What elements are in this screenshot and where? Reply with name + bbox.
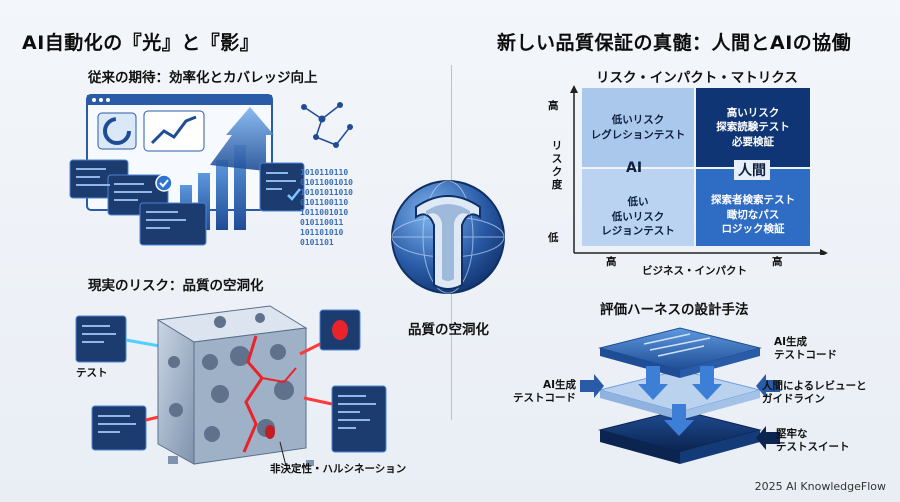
- matrix-cell-bottom-left: 低い 低いリスク レジョンテスト: [582, 169, 694, 246]
- left-title: AI自動化の『光』と『影』: [22, 32, 260, 54]
- matrix-y-label: リスク度: [551, 140, 563, 192]
- section1-title: 従来の期待：効率化とカバレッジ向上: [88, 70, 318, 86]
- cell-text: レジョンテスト: [601, 224, 675, 237]
- label-line: テストコード: [774, 349, 837, 362]
- cell-text: 探索者検索テスト: [711, 194, 795, 207]
- matrix-title: リスク・インパクト・マトリクス: [596, 70, 798, 86]
- matrix-tag-human: 人間: [734, 160, 770, 180]
- cell-text: 必要検証: [732, 135, 774, 148]
- center-label: 品質の空洞化: [408, 322, 489, 338]
- section2-title: 現実のリスク：品質の空洞化: [88, 278, 264, 294]
- binary-line: 101101010: [300, 228, 344, 237]
- cell-text: 低いリスク: [611, 210, 665, 223]
- matrix-cell-top-right: 高いリスク 探索読験テスト 必要検証: [696, 88, 810, 167]
- label-line: AI生成: [542, 379, 576, 391]
- footer-credit: 2025 AI KnowledgeFlow: [754, 480, 886, 493]
- harness-right-label-1: AI生成 テストコード: [774, 336, 837, 362]
- matrix-x-label: ビジネス・インパクト: [642, 265, 747, 277]
- risk-matrix: 低いリスク レグレションテスト 高いリスク 探索読験テスト 必要検証 低い 低い…: [582, 88, 810, 246]
- matrix-x-low: 高: [606, 256, 617, 268]
- binary-line: 10101011010: [300, 188, 353, 197]
- label-line: テストスイート: [776, 441, 850, 454]
- binary-line: 1011001010: [300, 208, 349, 217]
- cell-text: ロジック検証: [721, 222, 785, 235]
- label-line: ガイドライン: [762, 393, 825, 406]
- matrix-y-low: 低: [548, 232, 559, 244]
- label-line: 人間によるレビューと: [762, 380, 867, 392]
- binary-stream: 1010110110 01011001010 10101011010 01011…: [300, 168, 353, 248]
- right-title: 新しい品質保証の真髄：人間とAIの協働: [497, 32, 852, 54]
- matrix-cell-bottom-right: 探索者検索テスト 瞰切なパス ロジック検証: [696, 169, 810, 246]
- harness-stack: [580, 327, 780, 464]
- cell-text: 高いリスク: [726, 107, 780, 120]
- harness-right-label-3: 堅牢な テストスイート: [776, 428, 850, 454]
- label-line: 堅牢な: [776, 428, 808, 440]
- binary-line: 1010110110: [300, 168, 349, 177]
- hollow-globe-icon: [391, 180, 505, 294]
- binary-line: 010110011: [300, 218, 344, 227]
- cell-text: レグレションテスト: [590, 128, 686, 141]
- binary-line: 01011001010: [300, 178, 353, 187]
- label-line: AI生成: [774, 336, 808, 348]
- label-line: テストコード: [513, 392, 576, 405]
- efficiency-illustration: [69, 94, 353, 246]
- harness-right-label-2: 人間によるレビューと ガイドライン: [762, 380, 867, 406]
- hollow-cube-illustration: [75, 305, 387, 467]
- matrix-axes: [570, 85, 828, 255]
- cell-text: 瞰切なパス: [726, 208, 780, 221]
- cell-text: 探索読験テスト: [716, 121, 790, 134]
- binary-line: 0101100110: [300, 198, 349, 207]
- harness-title: 評価ハーネスの設計手法: [600, 302, 749, 318]
- cell-text: 低い: [627, 196, 649, 209]
- matrix-cell-top-left: 低いリスク レグレションテスト: [582, 88, 694, 167]
- cell-text: 低いリスク: [611, 114, 665, 127]
- matrix-tag-ai: AI: [626, 160, 643, 176]
- matrix-x-high: 高: [772, 256, 783, 268]
- matrix-y-high: 高: [548, 100, 559, 112]
- test-label: テスト: [76, 367, 108, 379]
- nondeterminism-label: 非決定性・ハルシネーション: [270, 463, 407, 475]
- harness-left-label: AI生成 テストコード: [500, 379, 576, 405]
- binary-line: 0101101: [300, 238, 334, 247]
